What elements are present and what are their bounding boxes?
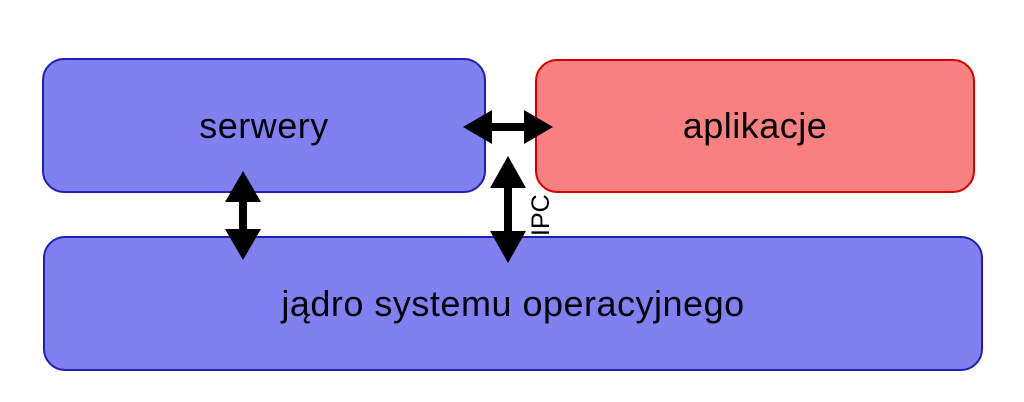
box-kernel: jądro systemu operacyjnego [43,236,983,371]
double-arrow-servers-kernel-icon [225,171,261,260]
box-applications: aplikacje [535,59,975,193]
double-arrow-applications-kernel-icon [490,156,526,263]
box-servers-label: serwery [199,104,329,146]
box-servers: serwery [42,58,486,193]
double-arrow-servers-applications-icon [463,110,553,144]
box-kernel-label: jądro systemu operacyjnego [281,282,745,324]
box-applications-label: aplikacje [682,105,828,146]
ipc-arrow-label: IPC [527,194,555,236]
